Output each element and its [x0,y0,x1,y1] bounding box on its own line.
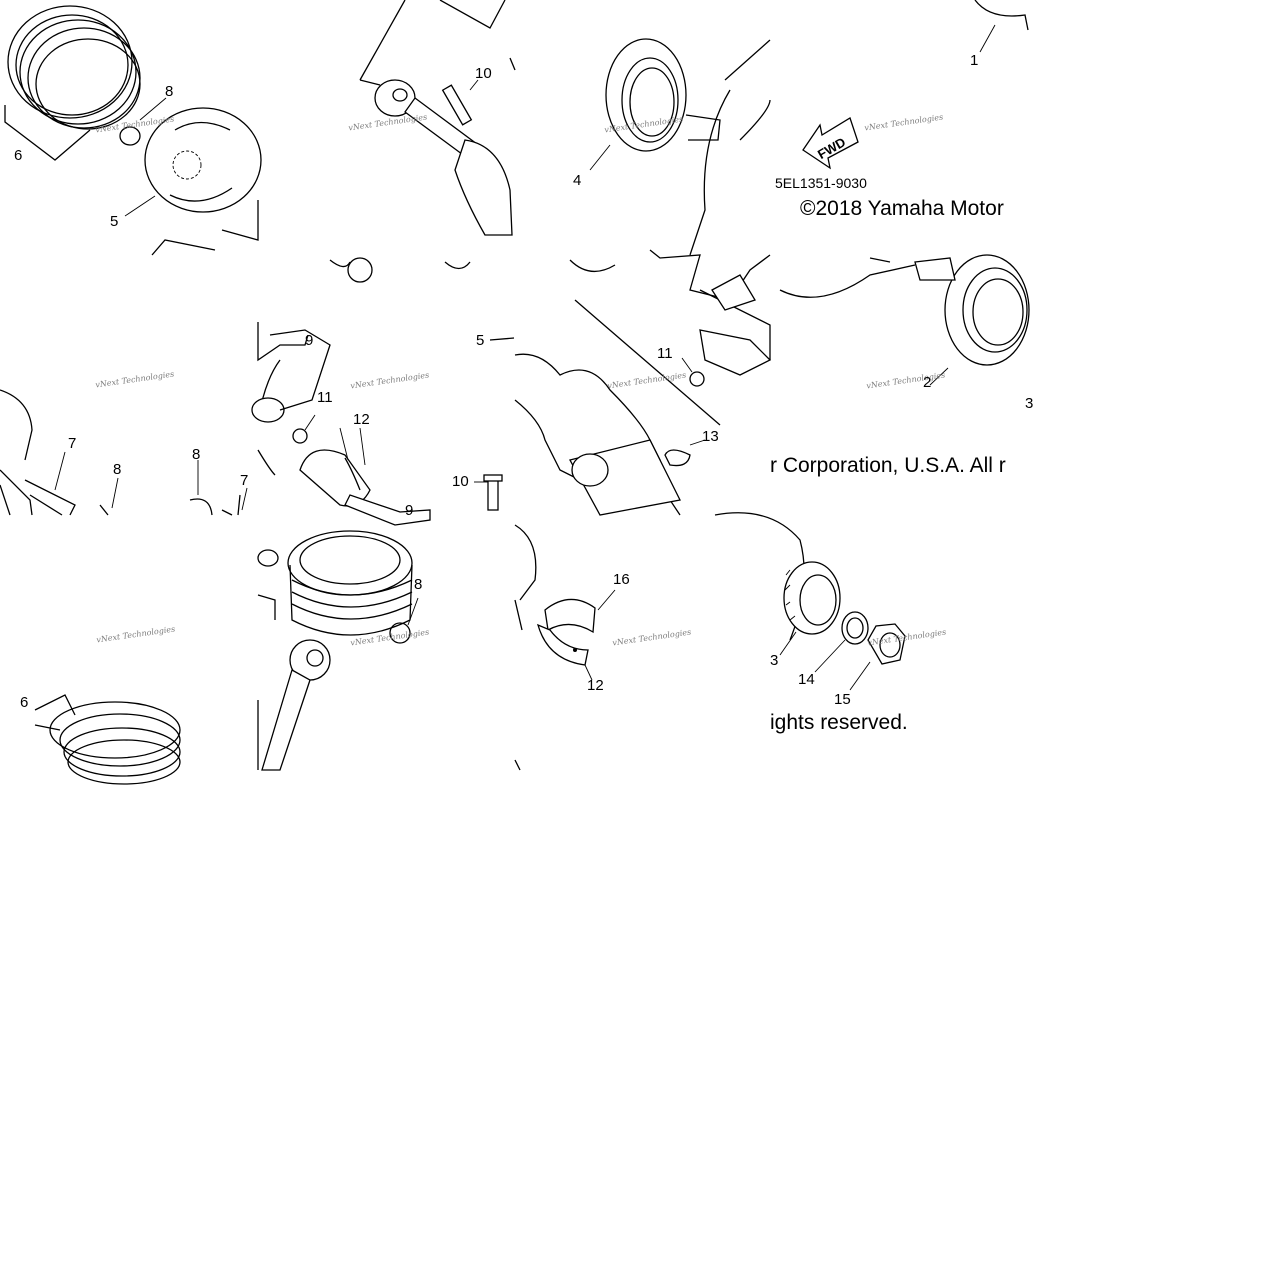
callout-9: 9 [405,502,414,519]
piston-bottom [257,530,413,644]
connecting-rod-bottom [257,639,331,771]
callout-4: 4 [573,172,582,189]
woodruff-key [664,449,691,467]
diagram-code: 5EL1351-9030 [775,175,867,191]
callout-5: 5 [110,213,119,230]
callout-7: 7 [240,472,249,489]
callout-11: 11 [317,389,333,406]
callout-12: 12 [587,677,604,694]
callout-3: 3 [770,652,779,669]
crank-bearing-shells [299,449,431,526]
copyright-line-2: r Corporation, U.S.A. All r [770,454,1006,477]
connecting-rod-top [359,0,516,236]
callout-9: 9 [305,332,314,349]
piston-rings-bottom [34,694,181,785]
callout-11: 11 [657,345,673,362]
copyright-line-3: ights reserved. [770,711,908,734]
callout-14: 14 [798,671,815,688]
callout-10: 10 [452,473,469,490]
connecting-rod-cap [251,257,471,476]
callout-8: 8 [192,446,201,463]
callout-5: 5 [476,332,485,349]
lock-nut [867,623,906,665]
copyright-line-1: ©2018 Yamaha Motor [800,197,1004,220]
callout-8: 8 [113,461,122,478]
callout-6: 6 [20,694,29,711]
rod-bolt [483,474,503,511]
callout-8: 8 [414,576,423,593]
callout-16: 16 [613,571,630,588]
crankshaft-top-right [974,0,1029,31]
callout-10: 10 [475,65,492,82]
callout-8: 8 [165,83,174,100]
callout-13: 13 [702,428,719,445]
fwd-arrow-icon: FWD [802,117,859,170]
piston-pin [24,479,76,516]
piston-rings-top-left [4,5,141,161]
crankshaft-bearing-top [605,38,771,256]
bearing-shells-16-12 [537,598,596,666]
piston-side-left [0,389,33,461]
drive-gear [714,512,841,641]
washer [841,611,869,645]
callout-15: 15 [834,691,851,708]
callout-1: 1 [970,52,979,69]
callout-6: 6 [14,147,23,164]
callout-12: 12 [353,411,370,428]
piston-pin-clip [119,126,141,146]
crankshaft-bearing-right [779,254,1030,366]
piston-top-left [144,107,262,256]
callout-3: 3 [1025,395,1034,412]
callout-2: 2 [923,374,932,391]
callout-7: 7 [68,435,77,452]
crankshaft [514,249,772,516]
